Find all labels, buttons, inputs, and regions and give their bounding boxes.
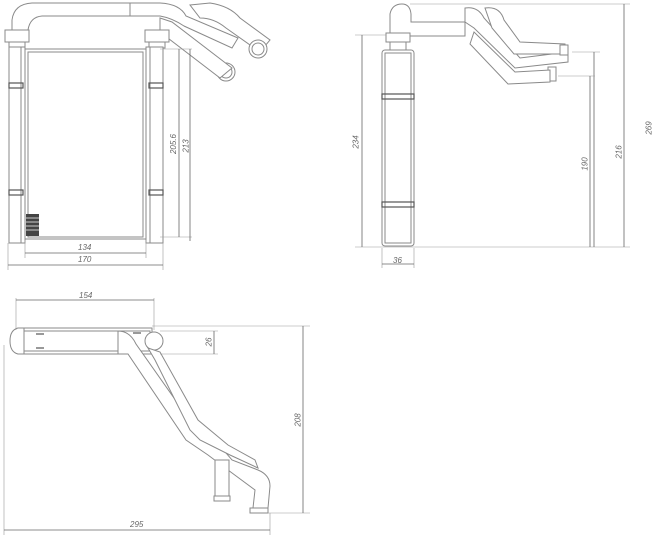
dim-overall-height: 213 [181,139,191,153]
dim-pipe-spacing: 154 [79,291,93,300]
dim-top-depth: 208 [293,413,303,427]
dim-side-overall-height: 269 [644,121,654,135]
dim-overall-length: 295 [130,520,144,529]
dim-pipe-lower: 190 [580,157,590,171]
dim-side-depth: 36 [393,256,402,265]
dim-pipe-upper: 216 [614,145,624,159]
dim-pipe-diameter: 26 [204,337,214,347]
front-view [4,2,271,270]
fin-pattern [26,214,39,236]
dim-body-height: 234 [351,135,361,149]
dim-core-width: 134 [78,243,92,252]
top-view [3,298,310,535]
dim-core-height: 205.6 [169,133,179,155]
dim-overall-width: 170 [78,255,92,264]
side-view [355,3,630,268]
